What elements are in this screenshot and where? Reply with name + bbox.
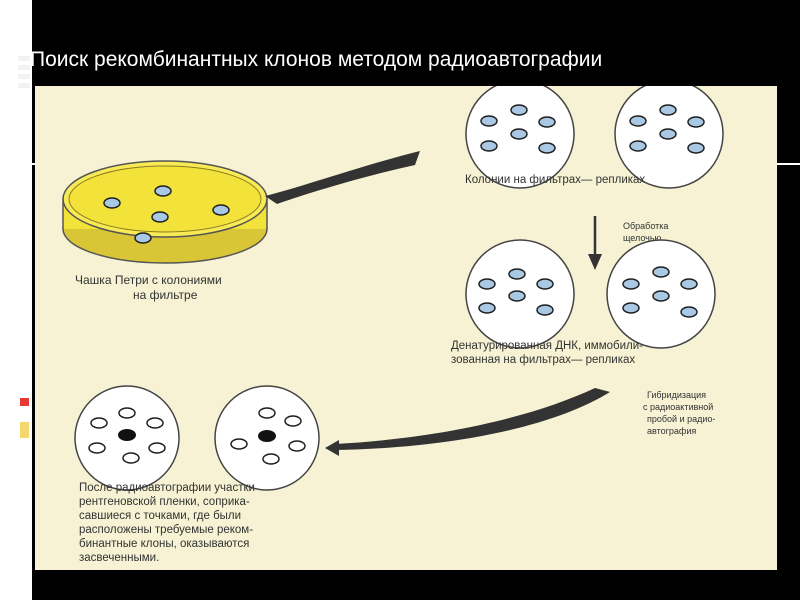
alkali-label-line1: Обработка: [623, 221, 668, 231]
arrow-alkali: [588, 216, 602, 270]
result-label-line6: засвеченными.: [79, 552, 159, 564]
side-decoration: [20, 398, 29, 460]
diagram-figure: Чашка Петри с колониями на фильтре: [35, 79, 777, 570]
result-label: После радиоавтографии участки рентгеновс…: [79, 482, 255, 564]
radioautography-diagram: Чашка Петри с колониями на фильтре: [62, 79, 724, 564]
hybridization-label-line1: Гибридизация: [647, 390, 706, 400]
autoradiograph-right: [214, 385, 320, 491]
denatured-filter-left: [465, 239, 575, 349]
autoradiograph-left: [74, 385, 180, 491]
denatured-label-line2: зованная на фильтрах— репликах: [451, 354, 635, 366]
petri-label-line1: Чашка Петри с колониями: [75, 273, 222, 287]
arrow-hybridization-head: [325, 440, 339, 456]
arrow-hybridization: [335, 388, 610, 450]
result-label-line5: бинантные клоны, оказываются: [79, 538, 249, 550]
hybridization-label-line3: пробой и радио-: [647, 414, 715, 424]
result-label-line1: После радиоавтографии участки: [79, 482, 255, 494]
result-label-line4: расположены требуемые реком-: [79, 524, 253, 536]
title-decoration: [18, 56, 30, 94]
denatured-label-line1: Денатурированная ДНК, иммобили-: [451, 340, 643, 352]
replica-filter-right: [614, 79, 724, 189]
petri-dish: [62, 160, 268, 264]
hybridization-label-line2: с радиоактивной: [643, 402, 713, 412]
denatured-filter-right: [606, 239, 716, 349]
replica-filter-left: [465, 79, 575, 189]
arrow-petri-to-replicas: [265, 151, 420, 204]
petri-label-line2: на фильтре: [133, 288, 198, 302]
result-label-line3: савшиеся с точками, где были: [79, 510, 241, 522]
hybridization-label-line4: автография: [647, 426, 696, 436]
alkali-label-line2: щелочью: [623, 233, 662, 243]
petri-colonies: [103, 185, 230, 244]
result-label-line2: рентгеновской пленки, соприка-: [79, 496, 250, 508]
slide-title: Поиск рекомбинантных клонов методом ради…: [30, 48, 603, 71]
replicas-label: Колонии на фильтрах— репликах: [465, 174, 645, 186]
